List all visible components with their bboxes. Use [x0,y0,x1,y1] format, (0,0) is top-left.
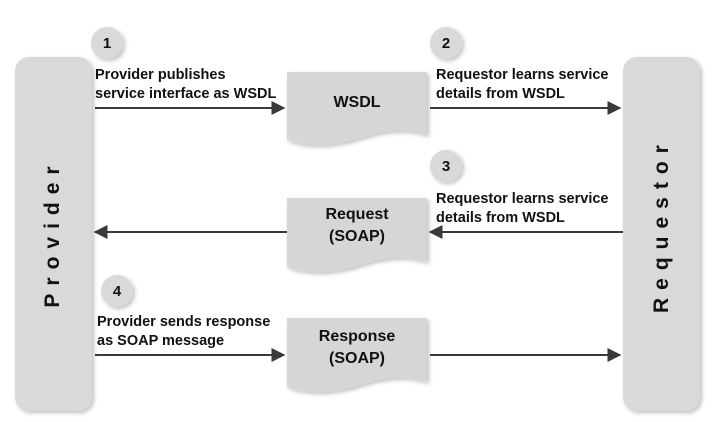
step-2-label: Requestor learns service details from WS… [436,66,608,104]
step-2-number: 2 [441,34,451,52]
step-4-label: Provider sends response as SOAP message [97,313,270,351]
step-2-line1: Requestor learns service [436,67,609,83]
step-4-number: 4 [112,282,122,300]
response-document-shape [287,318,427,393]
step-3-line2: details from WSDL [436,210,565,226]
step-1-label: Provider publishes service interface as … [95,66,276,104]
step-1-badge [91,27,123,59]
response-label: Response (SOAP) [287,326,427,370]
step-4-line2: as SOAP message [97,333,225,349]
step-1-line2: service interface as WSDL [95,86,277,102]
step-3-line1: Requestor learns service [436,191,609,207]
requestor-box [623,57,700,411]
step-4-badge [101,275,133,307]
response-label-line2: (SOAP) [329,350,385,367]
provider-box [15,57,92,411]
step-3-badge [430,150,462,182]
request-label: Request (SOAP) [287,204,427,248]
wsdl-label: WSDL [333,94,381,111]
step-3-label: Requestor learns service details from WS… [436,190,608,228]
wsdl-document-shape [287,72,427,146]
step-1-line1: Provider publishes [95,67,226,83]
request-label-line2: (SOAP) [329,228,385,245]
step-2-badge [430,27,462,59]
step-3-number: 3 [441,157,451,175]
step-4-line1: Provider sends response [97,314,271,330]
requestor-label: Requestor [650,137,673,313]
response-label-line1: Response [318,328,396,345]
request-document-shape [287,198,427,273]
step-1-number: 1 [102,34,112,52]
step-2-line2: details from WSDL [436,86,565,102]
request-label-line1: Request [325,206,389,223]
provider-label: Provider [41,158,64,308]
